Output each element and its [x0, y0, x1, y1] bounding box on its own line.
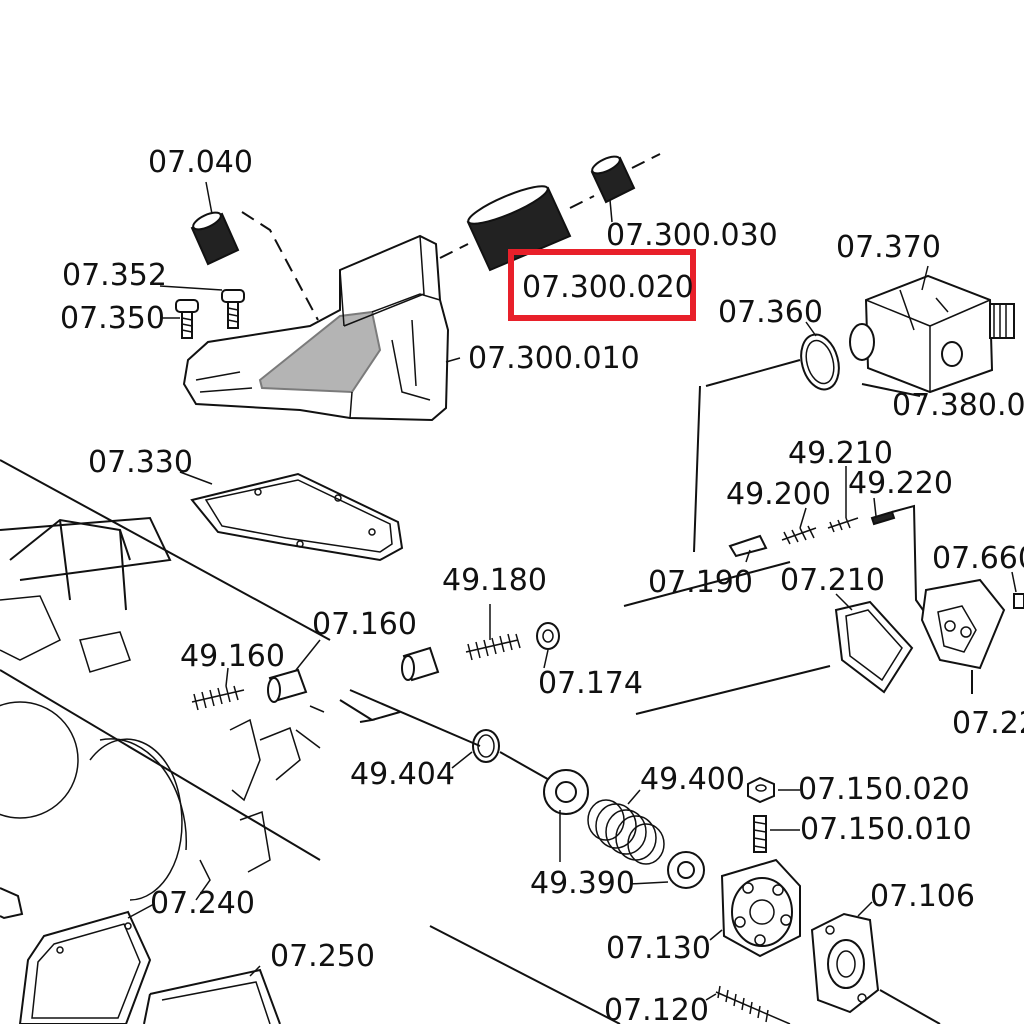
part-49-220-pin [870, 510, 896, 526]
part-07-360-oring [800, 333, 840, 391]
callout-49-404: 49.404 [350, 757, 455, 792]
part-07-300-030-bushing [590, 155, 636, 204]
callout-07-160: 07.160 [312, 607, 417, 642]
part-49-390-washer [543, 769, 589, 815]
axis-bracket-160 [339, 699, 401, 723]
axis-line-mid [439, 243, 469, 259]
part-07-106-flange [810, 912, 880, 1014]
part-07-120-spring [715, 985, 791, 1025]
part-washer-small [667, 851, 705, 889]
callout-07-120: 07.120 [604, 993, 709, 1024]
part-07-160-bushing-b [267, 668, 308, 703]
callout-07-250: 07.250 [270, 939, 375, 974]
callout-07-190: 07.190 [648, 565, 753, 600]
part-07-150-020-nut [747, 776, 775, 804]
axis-line-mid2 [569, 195, 595, 209]
callout-07-380-02: 07.380.02 [892, 388, 1024, 423]
part-49-160-spring [191, 685, 245, 711]
callout-07-240: 07.240 [150, 886, 255, 921]
axis-line-190 [623, 561, 791, 607]
callout-49-200: 49.200 [726, 477, 831, 512]
callout-07-210: 07.210 [780, 563, 885, 598]
highlight-box [508, 249, 696, 321]
callout-07-300-020: 07.300.020 [522, 270, 694, 305]
callout-49-400: 49.400 [640, 762, 745, 797]
axis-line-right [631, 153, 661, 169]
callout-07-360: 07.360 [718, 295, 823, 330]
callout-07-300-010: 07.300.010 [468, 341, 640, 376]
leader-lines [127, 181, 1017, 1001]
part-07-370-valve-housing [849, 274, 1015, 394]
part-07-174-ring [536, 622, 560, 650]
callout-labels: 07.040 07.352 07.350 07.300.030 07.300.0… [60, 145, 1024, 1028]
axis-line-106 [879, 989, 941, 1025]
callout-49-210: 49.210 [788, 436, 893, 471]
axis-line-bottom [429, 925, 621, 1025]
callout-07-150-010: 07.150.010 [800, 812, 972, 847]
callout-49-180: 49.180 [442, 563, 547, 598]
part-07-210-gasket [834, 600, 914, 694]
part-49-404-circlip [472, 729, 500, 763]
part-07-352-bolt [221, 289, 245, 329]
part-07-330-gasket [190, 472, 404, 562]
leader-07-380 [705, 359, 921, 397]
part-07-150-010-stud [753, 815, 767, 853]
callout-07-22: 07.22 [952, 706, 1024, 741]
part-gearbox-housing [0, 459, 331, 901]
callout-07-106: 07.106 [870, 879, 975, 914]
part-07-350-bolt [175, 299, 199, 339]
callout-07-130: 07.130 [606, 931, 711, 966]
callout-07-330: 07.330 [88, 445, 193, 480]
callout-07-040: 07.040 [148, 145, 253, 180]
part-07-160-bushing [401, 646, 440, 682]
part-07-040-bushing [190, 211, 240, 266]
callout-07-350: 07.350 [60, 301, 165, 336]
part-07-130-piston-housing [720, 858, 801, 958]
callout-49-160: 49.160 [180, 639, 285, 674]
callout-49-220: 49.220 [848, 466, 953, 501]
callout-07-300-030: 07.300.030 [606, 218, 778, 253]
callout-07-150-020: 07.150.020 [798, 772, 970, 807]
part-07-300-010-bracket [182, 234, 450, 422]
part-07-300-020-sleeve [466, 185, 572, 272]
part-07-240-gasket [18, 910, 152, 1025]
axis-line-lower-a [349, 689, 481, 747]
callout-07-352: 07.352 [62, 258, 167, 293]
callout-07-370: 07.370 [836, 230, 941, 265]
part-07-250-cover [143, 968, 281, 1025]
part-07-660-cover [920, 578, 1024, 670]
callout-07-660: 07.660 [932, 541, 1024, 576]
part-49-180-spring [465, 633, 521, 661]
callout-07-174: 07.174 [538, 666, 643, 701]
part-49-210-spring [827, 517, 859, 533]
part-49-200-spring [781, 525, 817, 545]
callout-49-390: 49.390 [530, 866, 635, 901]
part-07-190-pin [728, 534, 768, 558]
leader-07-22 [635, 665, 973, 715]
part-49-400-spring [587, 799, 665, 865]
axis-line-left [241, 211, 319, 321]
part-shaft-end [0, 887, 24, 920]
